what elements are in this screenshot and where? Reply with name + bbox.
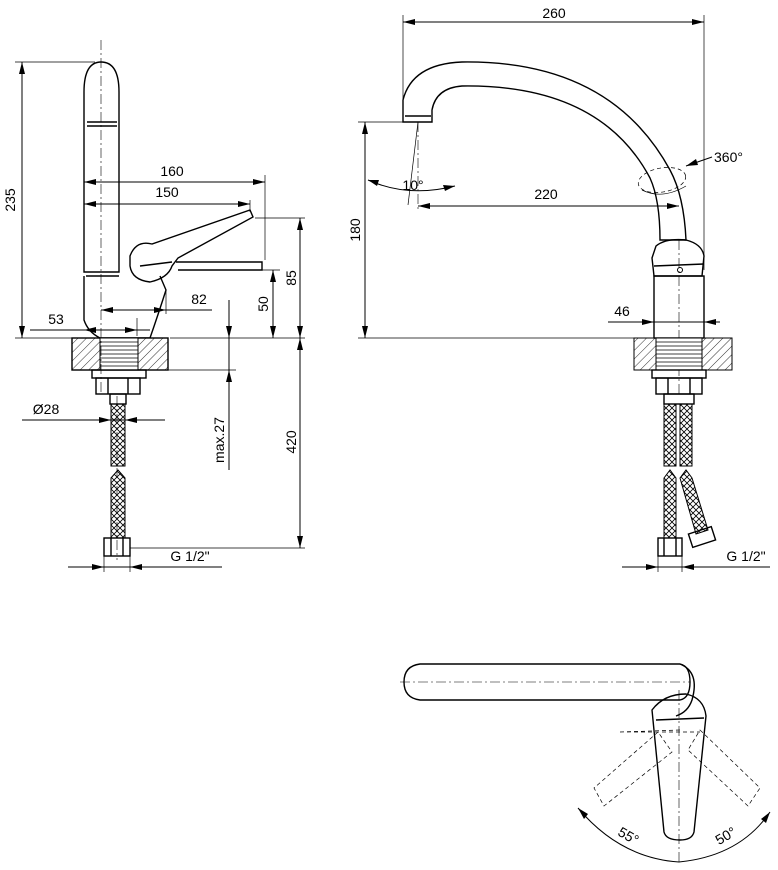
top-spout (403, 663, 691, 701)
dim-420: 420 (283, 430, 299, 454)
top-lever (651, 693, 707, 841)
dim-260: 260 (542, 5, 566, 21)
side-view: 235 160 150 85 50 82 (2, 40, 305, 572)
dim-160: 160 (160, 163, 184, 179)
dim-g-half-side: G 1/2" (170, 548, 209, 564)
dim-235: 235 (2, 188, 18, 212)
dim-220: 220 (534, 186, 558, 202)
dim-angle-10: 10° (402, 177, 423, 193)
dim-rotation-360: 360° (714, 149, 743, 165)
side-spout (83, 61, 120, 273)
top-view: 55° 50° (400, 663, 771, 864)
dim-dia-28: Ø28 (33, 401, 60, 417)
front-spout (402, 61, 687, 241)
dim-150: 150 (155, 184, 179, 200)
dim-50: 50 (255, 296, 271, 312)
dim-53: 53 (48, 311, 64, 327)
dim-85: 85 (283, 270, 299, 286)
front-view: 260 220 10° 360° 180 46 G (347, 5, 770, 572)
angle-50: 50° (712, 823, 738, 847)
dim-max-27: max.27 (211, 417, 227, 463)
dim-82: 82 (191, 291, 207, 307)
dim-g-half-front: G 1/2" (726, 548, 765, 564)
dim-46: 46 (614, 303, 630, 319)
side-lever (129, 209, 254, 283)
dim-180: 180 (347, 218, 363, 242)
side-hose (110, 403, 126, 467)
